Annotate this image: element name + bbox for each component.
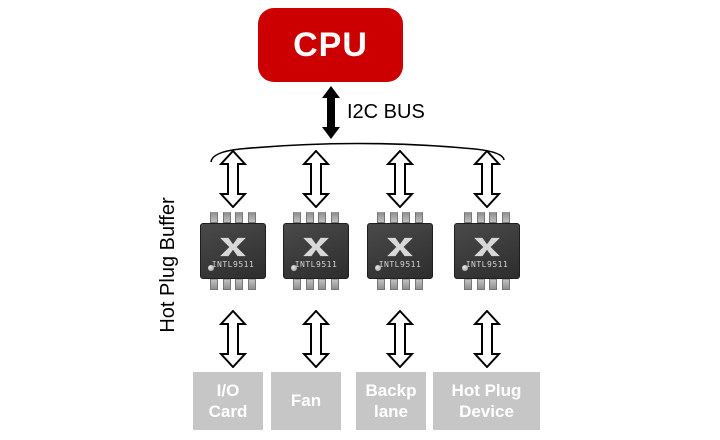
chip-part-number: INTL9511 <box>211 259 255 269</box>
chip-pins-top <box>200 212 266 223</box>
chip-pins-top <box>367 212 433 223</box>
chip-logo-icon <box>474 237 500 256</box>
chip-part-number: INTL9511 <box>378 259 422 269</box>
chip-body: INTL9511 <box>283 223 349 279</box>
buffer-to-device-arrow-icon <box>473 310 501 368</box>
bus-to-buffer-arrow-icon <box>473 150 501 208</box>
chip-pins-bottom <box>367 279 433 290</box>
bus-to-buffer-arrow-icon <box>386 150 414 208</box>
pin1-indicator-dot <box>375 265 381 271</box>
cpu-label: CPU <box>293 25 368 64</box>
buffer-chip: INTL9511 <box>283 212 349 290</box>
chip-pins-top <box>283 212 349 223</box>
chip-body: INTL9511 <box>454 223 520 279</box>
i2c-bus-label: I2C BUS <box>347 101 425 123</box>
bus-to-buffer-arrow-icon <box>302 150 330 208</box>
bus-branch-curve <box>210 142 505 163</box>
pin1-indicator-dot <box>462 265 468 271</box>
cpu-block: CPU <box>258 8 403 82</box>
cpu-bus-bidirectional-arrow-icon <box>322 86 340 139</box>
chip-pins-bottom <box>200 279 266 290</box>
pin1-indicator-dot <box>208 265 214 271</box>
chip-logo-icon <box>220 237 246 256</box>
chip-body: INTL9511 <box>367 223 433 279</box>
chip-part-number: INTL9511 <box>465 259 509 269</box>
chip-part-number: INTL9511 <box>294 259 338 269</box>
buffer-chip: INTL9511 <box>367 212 433 290</box>
chip-pins-bottom <box>283 279 349 290</box>
buffer-chip: INTL9511 <box>454 212 520 290</box>
device-box-hot-plug-device: Hot Plug Device <box>433 372 540 430</box>
chip-body: INTL9511 <box>200 223 266 279</box>
chip-logo-icon <box>387 237 413 256</box>
device-box-io-card: I/O Card <box>193 372 263 430</box>
buffer-chip: INTL9511 <box>200 212 266 290</box>
buffer-to-device-arrow-icon <box>302 310 330 368</box>
buffer-to-device-arrow-icon <box>386 310 414 368</box>
device-box-backplane: Backp lane <box>356 372 426 430</box>
chip-pins-bottom <box>454 279 520 290</box>
bus-to-buffer-arrow-icon <box>219 150 247 208</box>
buffer-to-device-arrow-icon <box>219 310 247 368</box>
chip-pins-top <box>454 212 520 223</box>
hot-plug-buffer-label: Hot Plug Buffer <box>156 197 179 333</box>
device-box-fan: Fan <box>271 372 341 430</box>
chip-logo-icon <box>303 237 329 256</box>
pin1-indicator-dot <box>291 265 297 271</box>
